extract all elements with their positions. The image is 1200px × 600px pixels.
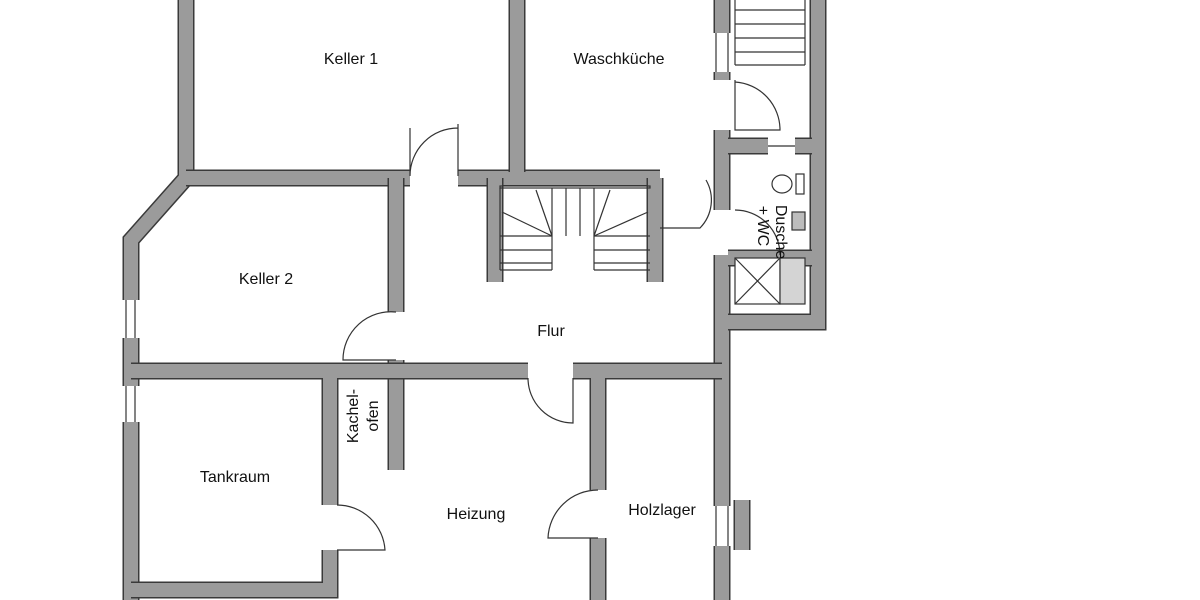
windows <box>125 33 795 546</box>
doors <box>336 80 781 551</box>
sink-icon <box>791 211 806 231</box>
room-label-keller1: Keller 1 <box>324 51 378 68</box>
room-label-heizung: Heizung <box>447 506 506 523</box>
room-label-waschkueche: Waschküche <box>574 51 665 68</box>
label-kachelofen-1: Kachel- <box>345 389 362 443</box>
staircase-top <box>734 0 806 66</box>
staircase <box>499 185 651 271</box>
label-wc: + WC <box>754 206 771 246</box>
wall-segment <box>122 0 195 300</box>
room-label-tankraum: Tankraum <box>200 469 270 486</box>
room-label-holzlager: Holzlager <box>628 502 696 519</box>
wall-segment <box>728 0 825 329</box>
label-dusche: Dusche <box>772 205 789 259</box>
toilet-icon <box>771 174 793 194</box>
walls <box>122 0 827 600</box>
wall-segment <box>124 0 193 300</box>
room-label-keller2: Keller 2 <box>239 271 293 288</box>
label-kachelofen-2: ofen <box>365 400 382 431</box>
bathroom-fixtures <box>734 173 806 305</box>
room-label-flur: Flur <box>537 323 565 340</box>
wall-segment <box>131 550 337 597</box>
